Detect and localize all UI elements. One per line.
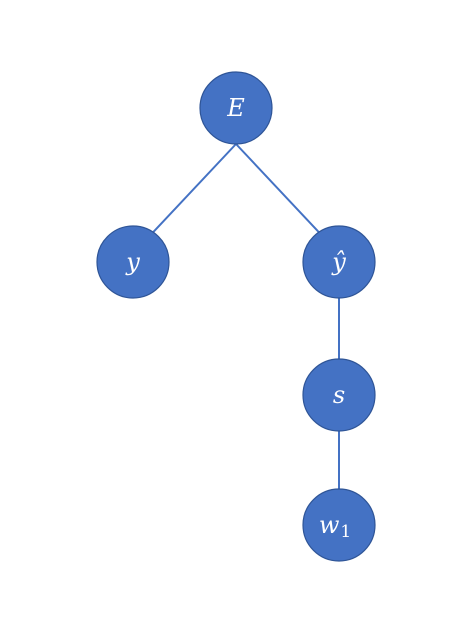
- node-w1: w1: [302, 488, 376, 562]
- node-s: s: [302, 358, 376, 432]
- node-label-w1: w1: [319, 511, 351, 542]
- node-main-w1: w: [319, 511, 340, 539]
- node-circle-yhat: [302, 225, 376, 299]
- node-label-yhat: ŷ: [331, 248, 346, 276]
- node-circle-w1: [302, 488, 376, 562]
- node-circle-s: [302, 358, 376, 432]
- node-circle-E: [199, 71, 273, 145]
- edges-group: [151, 143, 340, 490]
- node-y: y: [96, 225, 170, 299]
- node-circle-y: [96, 225, 170, 299]
- node-label-E: E: [226, 94, 245, 122]
- edge-E-y: [151, 143, 237, 234]
- nodes-group: Ey ŷ s w1: [96, 71, 376, 562]
- node-subscript-w1: 1: [340, 522, 351, 542]
- node-label-s: s: [333, 381, 345, 409]
- node-E: E: [199, 71, 273, 145]
- node-label-y: y: [125, 248, 140, 276]
- edge-E-yhat: [235, 143, 321, 234]
- node-yhat: ŷ: [302, 225, 376, 299]
